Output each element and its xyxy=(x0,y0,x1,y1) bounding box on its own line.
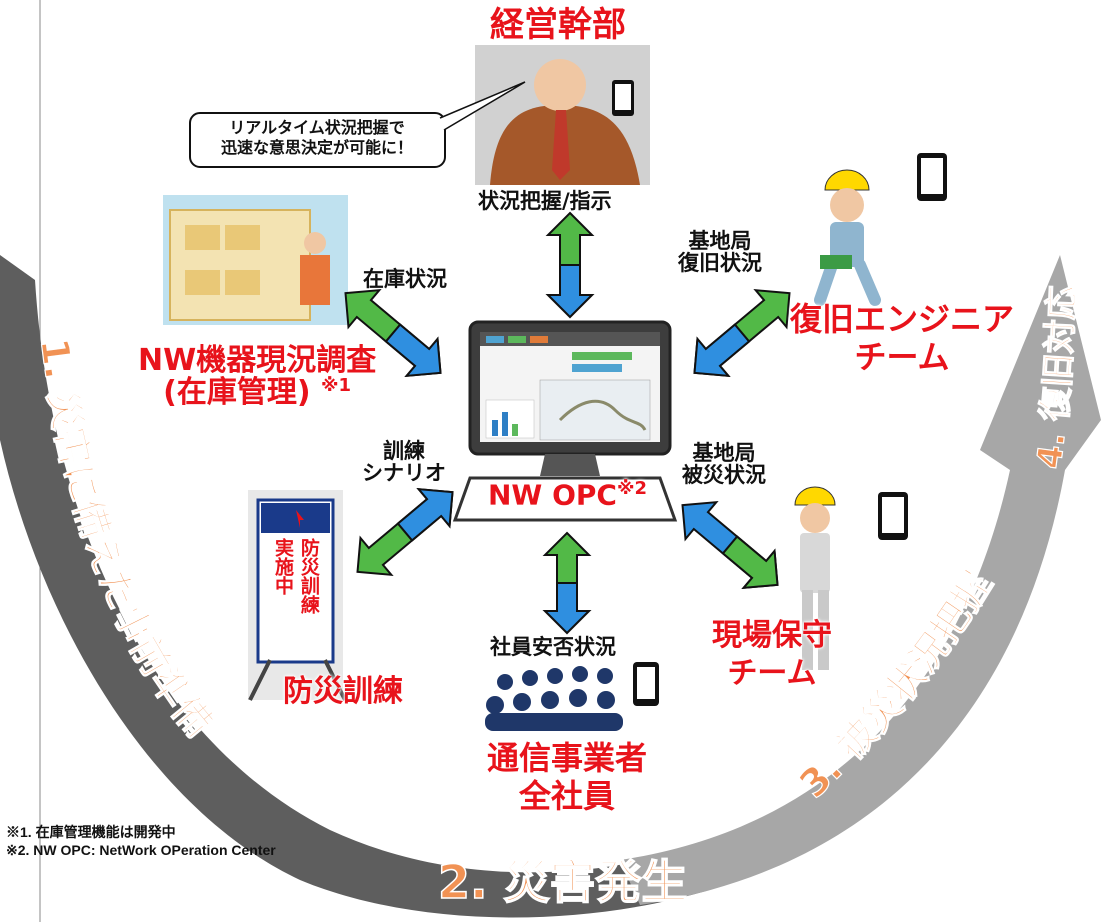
field-worker-illustration xyxy=(794,486,908,670)
opc-label: NW OPC xyxy=(488,478,617,512)
executive-illustration xyxy=(475,45,650,185)
nw-survey-title: NW機器現況調査 (在庫管理) ※1 xyxy=(138,345,376,408)
arrow-inventory xyxy=(344,288,442,378)
callout-line-2: 迅速な意思決定が可能に！ xyxy=(220,137,413,157)
flow-label-top: 状況把握/指示 xyxy=(478,189,612,213)
opc-title: NW OPC※2 xyxy=(488,478,647,512)
flow-label-damage-line2: 被災状況 xyxy=(682,463,766,488)
sign-col-2: 実施中 xyxy=(271,538,294,595)
flow-label-recovery-line1: 基地局 xyxy=(688,229,752,253)
flow-label-scenario-line2: シナリオ xyxy=(362,461,446,486)
field-line2: チーム xyxy=(727,655,817,691)
arrow-scenario xyxy=(356,487,454,577)
nw-survey-line1: NW機器現況調査 xyxy=(138,343,377,378)
opc-note: ※2 xyxy=(616,478,647,499)
flow-label-inventory: 在庫状況 xyxy=(363,267,447,291)
nw-survey-line2: (在庫管理) xyxy=(163,374,311,410)
flow-label-damage-line1: 基地局 xyxy=(692,441,756,465)
callout-bubble xyxy=(189,81,526,168)
flow-label-damage: 基地局 被災状況 xyxy=(682,442,766,486)
sign-text: 防災訓練 実施中 xyxy=(271,538,320,614)
arrow-safety xyxy=(542,531,592,635)
callout-line-1: リアルタイム状況把握で xyxy=(229,118,405,137)
nw-survey-line2-row: (在庫管理) ※1 xyxy=(138,374,376,410)
field-line1: 現場保守 xyxy=(712,618,832,653)
footnote-1: ※1. 在庫管理機能は開発中 xyxy=(6,824,176,840)
warehouse-illustration xyxy=(163,195,348,325)
flow-label-recovery: 基地局 復旧状況 xyxy=(678,230,762,274)
arrow-damage xyxy=(681,500,779,590)
employees-illustration xyxy=(485,662,659,731)
flow-label-safety: 社員安否状況 xyxy=(490,635,616,659)
opc-computer xyxy=(452,320,678,522)
engineers-line2: チーム xyxy=(854,337,950,376)
employees-title: 通信事業者 全社員 xyxy=(487,739,648,815)
drill-title: 防災訓練 xyxy=(283,674,403,709)
callout-text: リアルタイム状況把握で 迅速な意思決定が可能に！ xyxy=(198,118,436,157)
nw-survey-note: ※1 xyxy=(321,374,352,396)
employees-line1: 通信事業者 xyxy=(487,739,648,777)
flow-label-recovery-line2: 復旧状況 xyxy=(678,251,762,276)
executives-title: 経営幹部 xyxy=(490,5,626,45)
engineers-team-title: 復旧エンジニア チーム xyxy=(790,300,1015,376)
drill-sign xyxy=(248,490,347,701)
flow-label-scenario-line1: 訓練 xyxy=(383,439,425,463)
footnote-2: ※2. NW OPC: NetWork OPeration Center xyxy=(6,842,276,858)
flow-label-scenario: 訓練 シナリオ xyxy=(362,440,446,484)
engineer-illustration xyxy=(814,153,947,306)
employees-line2: 全社員 xyxy=(519,776,616,815)
sign-col-1: 防災訓練 xyxy=(297,538,320,614)
phase-2-label: 2. 災害発生 xyxy=(437,855,688,909)
phase-band-light xyxy=(620,255,1101,905)
field-team-title: 現場保守 チーム xyxy=(712,620,832,689)
arrow-recovery xyxy=(693,288,791,378)
phase-band-dark xyxy=(0,255,760,918)
engineers-line1: 復旧エンジニア xyxy=(790,300,1015,338)
arrow-top xyxy=(545,211,595,319)
